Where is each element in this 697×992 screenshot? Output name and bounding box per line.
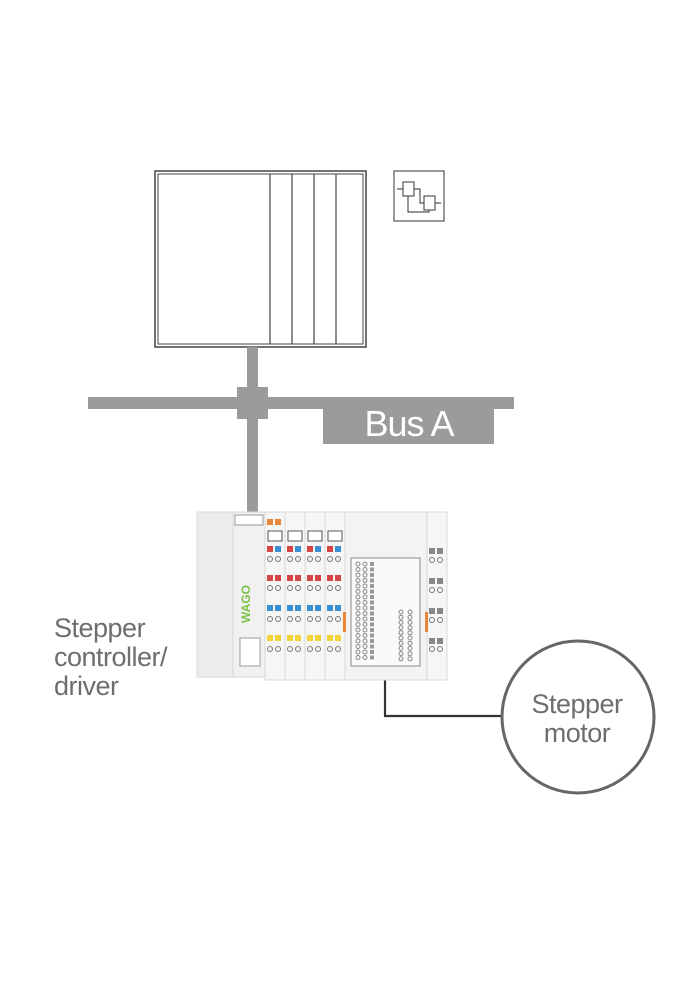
control-cabinet (154, 170, 367, 348)
controller-label-line2: controller/ (54, 642, 168, 672)
motor-label: Stepper motor (506, 690, 648, 748)
motor-cable (383, 680, 506, 718)
stepper-motor (500, 639, 656, 795)
svg-text:WAGO: WAGO (239, 585, 253, 623)
motor-label-line2: motor (543, 718, 611, 748)
bus-a-label: Bus A (364, 403, 454, 444)
logic-diagram-icon (393, 170, 445, 222)
controller-label-line1: Stepper (54, 613, 146, 643)
stepper-controller-module: WAGO (196, 511, 448, 681)
controller-label-line3: driver (54, 671, 119, 701)
bus-a-line (88, 347, 514, 513)
controller-label: Stepper controller/ driver (54, 613, 168, 701)
motor-label-line1: Stepper (531, 689, 623, 719)
